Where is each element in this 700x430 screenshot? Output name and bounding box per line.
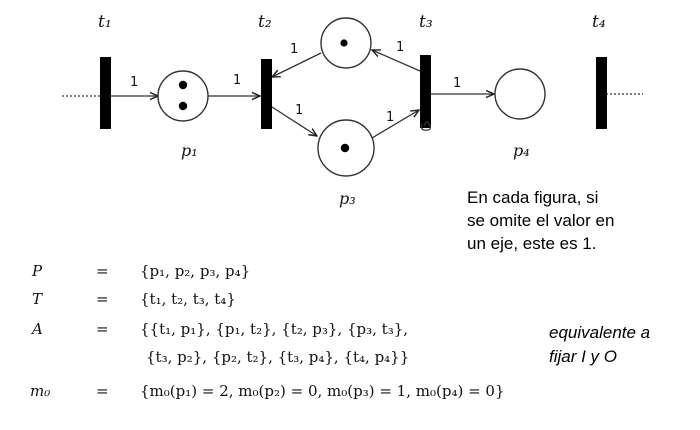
initial-marking-set: {m₀(p₁) = 2, m₀(p₂) = 0, m₀(p₃) = 1, m₀(… (140, 382, 505, 400)
arc-p3-t3 (371, 110, 419, 139)
transition-label-t4: t₄ (592, 12, 606, 32)
note-line: se omite el valor en (467, 211, 615, 230)
transition-t2 (261, 59, 272, 129)
transition-label-t1: t₁ (98, 12, 112, 32)
arcs-set-line2: {t₃, p₂}, {p₂, t₂}, {t₃, p₄}, {t₄, p₄}} (146, 348, 410, 366)
transitions-symbol: T (32, 290, 43, 308)
note-line: un eje, este es 1. (467, 234, 597, 253)
arc-t3-p2 (372, 50, 421, 72)
transition-t3 (420, 55, 431, 128)
place-label-p3: p₃ (339, 189, 356, 208)
place-label-p1: p₁ (181, 141, 198, 160)
equals-sign: = (96, 262, 109, 280)
place-label-p4: p₄ (513, 141, 530, 160)
transition-label-t2: t₂ (258, 12, 272, 32)
transition-label-t3: t₃ (419, 12, 433, 32)
scribble-mark (420, 121, 431, 131)
arc-weight-p1-t2: 1 (233, 73, 241, 88)
equals-sign: = (96, 382, 109, 400)
arc-weight-t3-p2: 1 (396, 40, 404, 55)
arc-weight-p3-t3: 1 (386, 110, 394, 125)
arc-weight-t1-p1: 1 (130, 75, 138, 90)
formal-definition: P = {p₁, p₂, p₃, p₄} T = {t₁, t₂, t₃, t₄… (0, 262, 700, 422)
side-note-line2: fijar I y O (549, 347, 618, 366)
side-note-line1: equivalente a (549, 323, 651, 342)
places-set: {p₁, p₂, p₃, p₄} (140, 262, 251, 280)
places-symbol: P (32, 262, 43, 280)
arcs-set-line1: {{t₁, p₁}, {p₁, t₂}, {t₂, p₃}, {p₃, t₃}, (140, 320, 409, 338)
arc-weight-t3-p4: 1 (453, 76, 461, 91)
omitted-weight-note: En cada figura, si se omite el valor en … (467, 186, 667, 255)
transitions-set: {t₁, t₂, t₃, t₄} (140, 290, 236, 308)
token (178, 80, 188, 90)
place-p1 (157, 70, 209, 122)
token (340, 143, 350, 153)
arc-p2-t2 (272, 52, 322, 77)
arcs-symbol: A (32, 320, 43, 338)
token (178, 101, 188, 111)
arc-t2-p3 (271, 106, 317, 136)
arc-weight-p2-t2: 1 (290, 42, 298, 57)
equals-sign: = (96, 320, 109, 338)
transition-t4 (596, 57, 607, 129)
token (340, 39, 348, 47)
equals-sign: = (96, 290, 109, 308)
transition-t1 (100, 57, 111, 129)
note-line: En cada figura, si (467, 188, 599, 207)
place-p4 (494, 68, 546, 120)
initial-marking-symbol: m₀ (30, 382, 51, 400)
arc-weight-t2-p3: 1 (295, 103, 303, 118)
